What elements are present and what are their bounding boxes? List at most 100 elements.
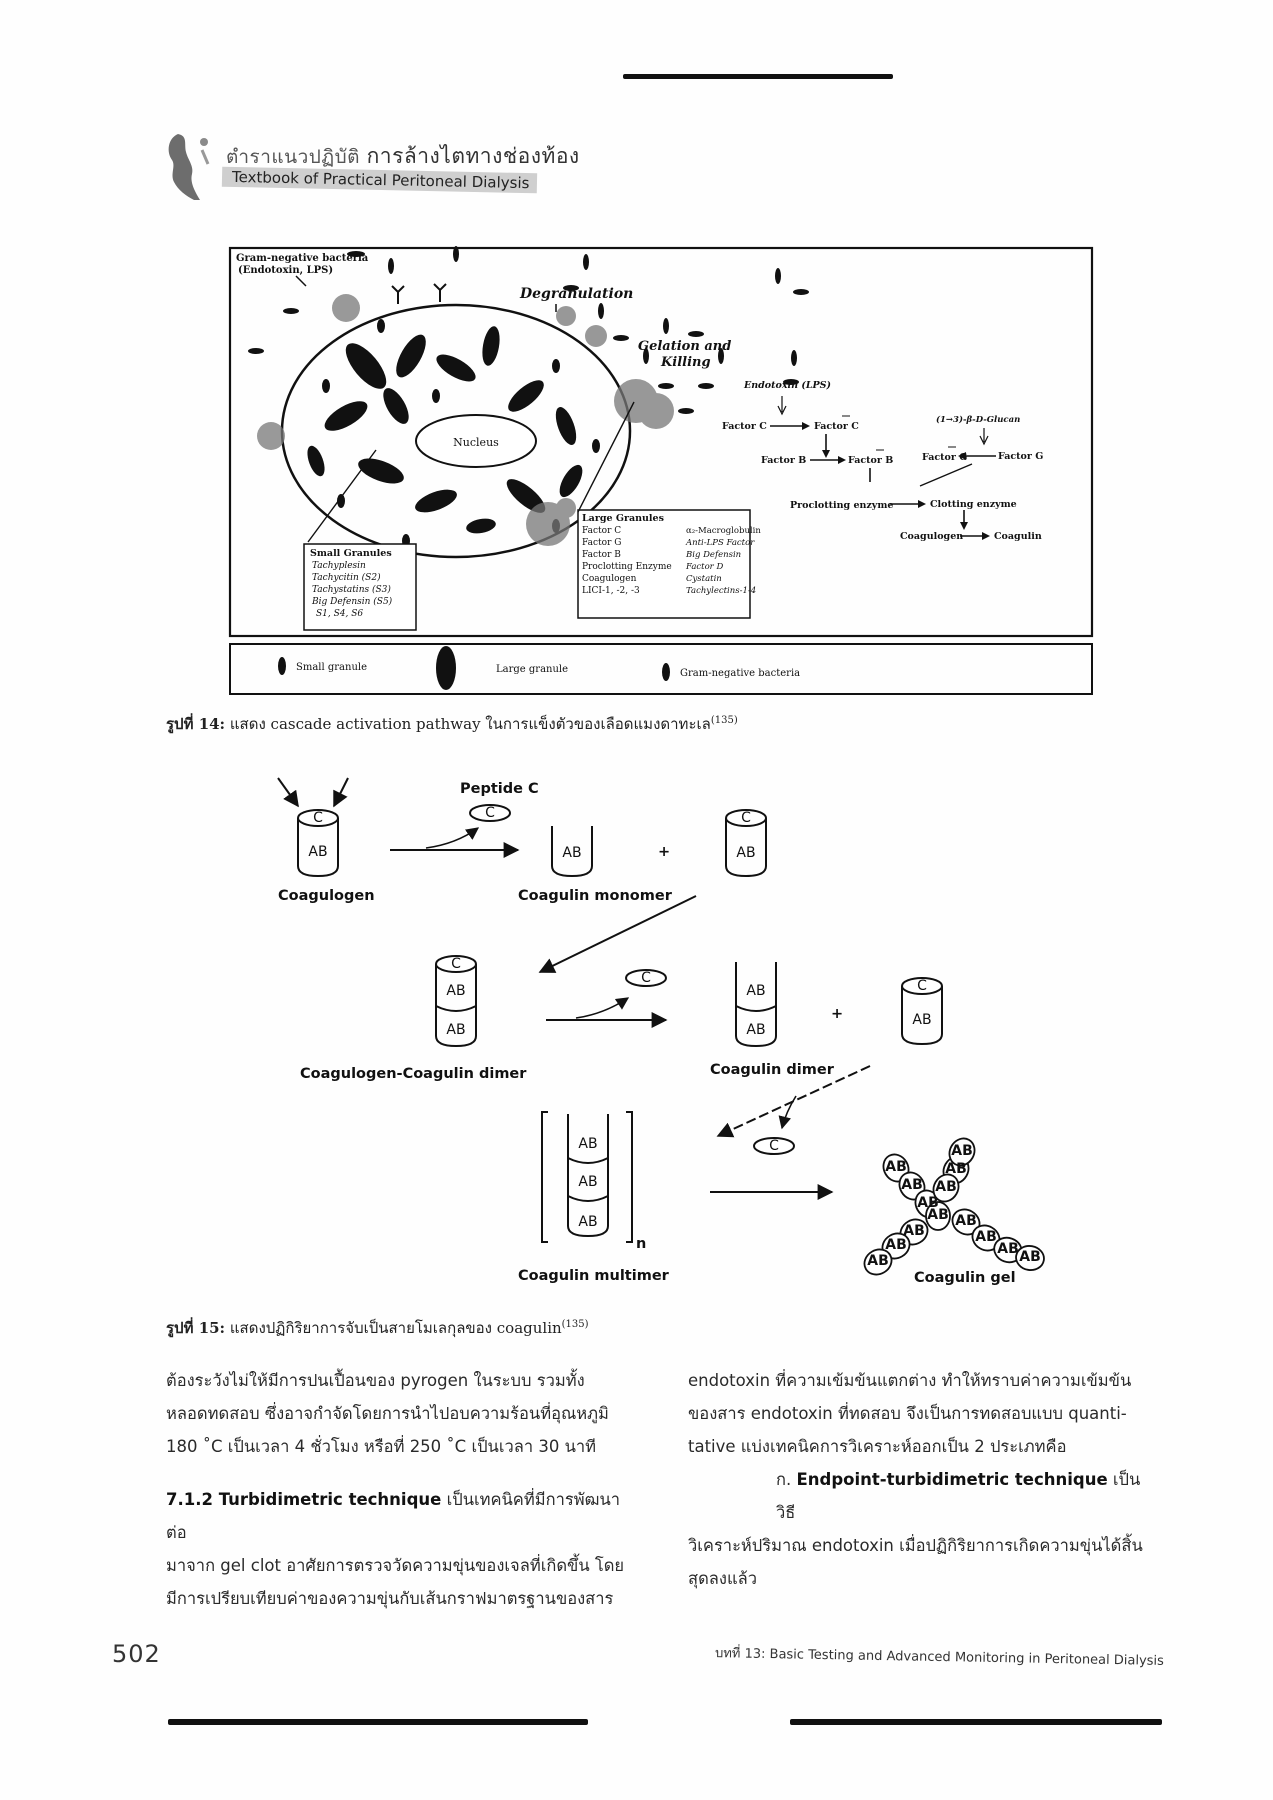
svg-text:Endotoxin (LPS): Endotoxin (LPS) xyxy=(743,380,831,391)
svg-text:C: C xyxy=(451,956,461,972)
svg-text:AB: AB xyxy=(308,844,327,860)
svg-text:AB: AB xyxy=(446,983,465,999)
svg-text:AB: AB xyxy=(951,1143,973,1159)
nucleus-ellipse xyxy=(415,414,537,468)
left-paragraph-1: ต้องระวังไม่ให้มีการปนเปื้อนของ pyrogen … xyxy=(166,1371,609,1456)
svg-text:+: + xyxy=(831,1006,843,1022)
coagulin-dimer-label: Coagulin dimer xyxy=(710,1062,835,1078)
svg-text:Factor B: Factor B xyxy=(848,455,893,466)
svg-text:AB: AB xyxy=(935,1179,957,1195)
svg-text:AB: AB xyxy=(912,1012,931,1028)
coagulin-gel xyxy=(863,1137,1045,1276)
svg-text:Factor C: Factor C xyxy=(582,526,621,536)
coagulogen-label: Coagulogen xyxy=(278,888,375,904)
svg-text:AB: AB xyxy=(746,1022,765,1038)
scan-edge-top xyxy=(623,74,893,79)
svg-text:AB: AB xyxy=(927,1207,949,1223)
svg-text:Tachycitin (S2): Tachycitin (S2) xyxy=(312,572,381,583)
large-granules xyxy=(307,326,583,534)
svg-text:Big Defensin (S5): Big Defensin (S5) xyxy=(311,596,393,607)
chapter-title: บทที่ 13: Basic Testing and Advanced Mon… xyxy=(714,1646,1165,1669)
figure-14-frame xyxy=(228,246,1094,638)
svg-text:Proclotting Enzyme: Proclotting Enzyme xyxy=(582,562,672,572)
svg-text:AB: AB xyxy=(562,845,581,861)
svg-text:AB: AB xyxy=(746,983,765,999)
endpoint-heading: Endpoint-turbidimetric technique xyxy=(796,1470,1108,1489)
svg-text:C: C xyxy=(741,810,751,826)
svg-text:Factor B: Factor B xyxy=(761,455,806,466)
large-granules-title: Large Granules xyxy=(582,513,664,524)
bacteria xyxy=(248,246,809,414)
coagulogen-molecule: C AB xyxy=(297,809,339,878)
coagulin-multimer-molecule: AB AB AB n xyxy=(541,1111,646,1252)
figure-14-caption: รูปที่ 14: แสดง cascade activation pathw… xyxy=(166,715,738,733)
svg-text:AB: AB xyxy=(901,1177,923,1193)
coagulin-dimer-molecule: AB AB xyxy=(735,962,777,1048)
peptide-c-icon-2 xyxy=(625,969,667,987)
svg-text:AB: AB xyxy=(885,1159,907,1175)
svg-text:Anti-LPS Factor: Anti-LPS Factor xyxy=(685,538,755,548)
coagulation-pathway: Endotoxin (LPS) Factor C Factor C Factor… xyxy=(722,380,1043,542)
svg-text:AB: AB xyxy=(975,1229,997,1245)
left-column: ต้องระวังไม่ให้มีการปนเปื้อนของ pyrogen … xyxy=(166,1364,640,1615)
gram-negative-sub: (Endotoxin, LPS) xyxy=(238,265,333,276)
coagulogen-coagulin-dimer-molecule: C AB AB xyxy=(435,955,477,1048)
svg-text:C: C xyxy=(313,810,323,826)
svg-text:AB: AB xyxy=(578,1214,597,1230)
svg-text:Proclotting enzyme: Proclotting enzyme xyxy=(790,500,893,511)
svg-text:Tachyplesin: Tachyplesin xyxy=(312,561,366,571)
turbidimetric-heading: 7.1.2 Turbidimetric technique xyxy=(166,1490,442,1509)
coagulogen-coagulin-dimer-label: Coagulogen-Coagulin dimer xyxy=(300,1066,527,1082)
coagulin-multimer-label: Coagulin multimer xyxy=(518,1268,670,1284)
svg-text:Big Defensin: Big Defensin xyxy=(685,550,741,560)
legend-small-granule: Small granule xyxy=(296,662,367,673)
small-granules-box xyxy=(303,543,417,631)
svg-text:AB: AB xyxy=(1019,1249,1041,1265)
figure-15-caption: รูปที่ 15: แสดงปฏิกิริยาการจับเป็นสายโมเ… xyxy=(166,1319,589,1337)
svg-text:AB: AB xyxy=(736,845,755,861)
large-granules-box xyxy=(577,509,751,619)
svg-text:Factor G: Factor G xyxy=(582,538,621,548)
coagulin-monomer-label: Coagulin monomer xyxy=(518,888,673,904)
page-number: 502 xyxy=(112,1640,161,1668)
svg-text:AB: AB xyxy=(446,1022,465,1038)
svg-text:AB: AB xyxy=(578,1136,597,1152)
book-logo xyxy=(168,134,210,200)
svg-text:C: C xyxy=(917,978,927,994)
svg-text:S1, S4, S6: S1, S4, S6 xyxy=(316,609,363,619)
svg-text:Cystatin: Cystatin xyxy=(686,574,722,584)
coagulogen-molecule-3: C AB xyxy=(901,977,943,1046)
svg-text:Factor G: Factor G xyxy=(922,452,967,463)
legend-gram-negative: Gram-negative bacteria xyxy=(680,668,800,679)
svg-text:AB: AB xyxy=(885,1237,907,1253)
right-column: endotoxin ที่ความเข้มข้นแตกต่าง ทำให้ทรา… xyxy=(688,1364,1158,1595)
peptide-c-icon xyxy=(469,804,511,822)
figure-14: Nucleus xyxy=(228,246,1094,695)
left-paragraph-2: 7.1.2 Turbidimetric technique เป็นเทคนิค… xyxy=(166,1490,625,1608)
scan-edge-bottom-right xyxy=(790,1719,1162,1725)
coagulin-gel-label: Coagulin gel xyxy=(914,1270,1016,1286)
svg-text:AB: AB xyxy=(997,1241,1019,1257)
scan-edge-bottom-left xyxy=(168,1719,588,1725)
header-title-th: ตำราแนวปฏิบัติ การล้างไตทางช่องท้อง xyxy=(226,144,580,168)
coagulogen-molecule-2: C AB xyxy=(725,809,767,878)
svg-text:Tachylectins-1-4: Tachylectins-1-4 xyxy=(686,586,756,596)
gelation-label: Gelation and xyxy=(638,339,731,354)
svg-text:α₂-Macroglobulin: α₂-Macroglobulin xyxy=(686,526,761,536)
svg-text:LICI-1, -2, -3: LICI-1, -2, -3 xyxy=(582,586,640,596)
svg-text:+: + xyxy=(658,844,670,860)
svg-text:AB: AB xyxy=(867,1253,889,1269)
right-paragraph-1: endotoxin ที่ความเข้มข้นแตกต่าง ทำให้ทรา… xyxy=(688,1371,1132,1456)
figure-14-legend xyxy=(229,643,1093,695)
svg-text:Coagulogen: Coagulogen xyxy=(582,574,637,584)
svg-text:AB: AB xyxy=(917,1195,939,1211)
degranulation-clouds xyxy=(257,294,674,546)
svg-text:Factor C: Factor C xyxy=(722,421,767,432)
svg-text:C: C xyxy=(641,970,651,986)
svg-text:AB: AB xyxy=(578,1174,597,1190)
svg-text:(1→3)-β-D-Glucan: (1→3)-β-D-Glucan xyxy=(936,414,1020,425)
svg-text:AB: AB xyxy=(903,1223,925,1239)
svg-text:Factor D: Factor D xyxy=(685,562,723,572)
right-paragraph-2: ก. Endpoint-turbidimetric technique เป็น… xyxy=(688,1470,1143,1588)
